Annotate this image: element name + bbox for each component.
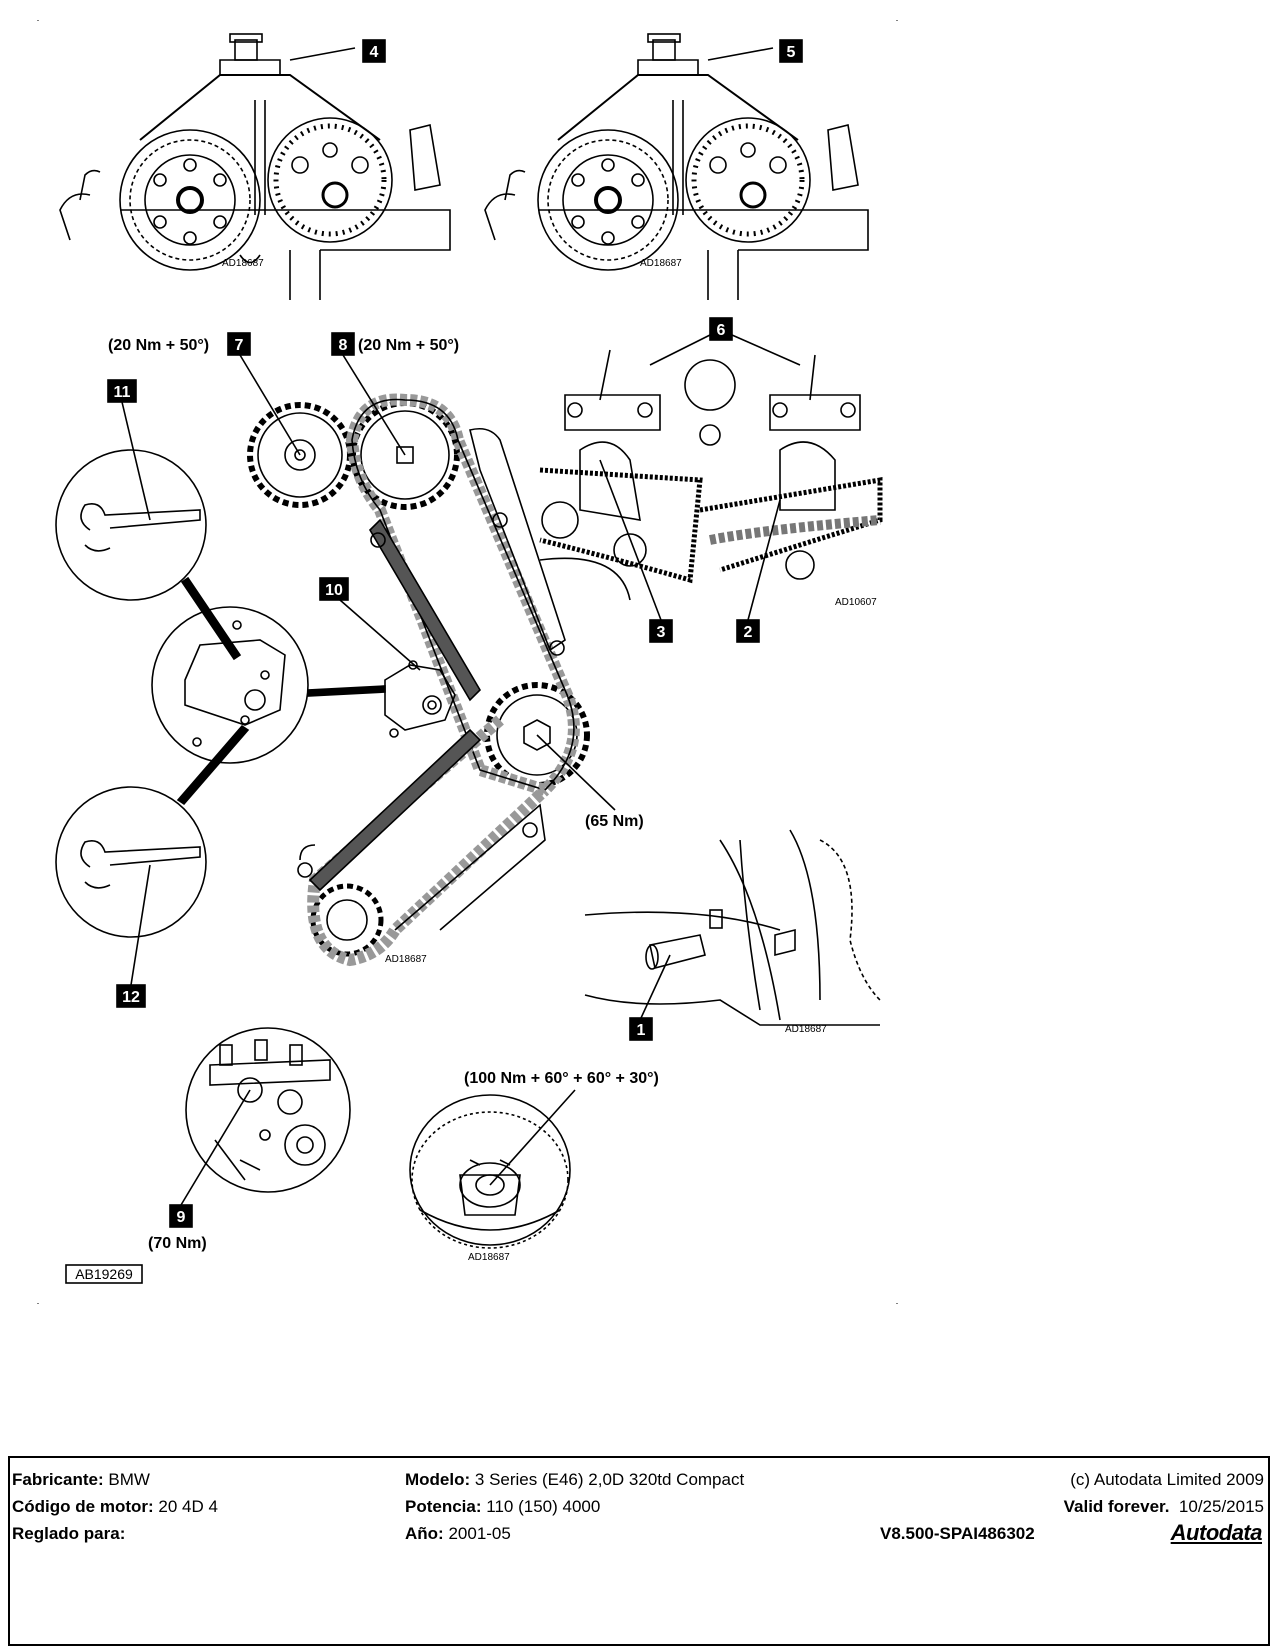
torque-crank: (65 Nm) (585, 813, 644, 830)
power-value: 110 (150) 4000 (486, 1497, 601, 1516)
power-row: Potencia: 110 (150) 4000 (405, 1497, 600, 1517)
callout-3: 3 (657, 624, 666, 641)
engine-code-label: Código de motor: (12, 1497, 154, 1516)
tensioner-detail (55, 449, 386, 938)
ref-code-pulley: AD18687 (468, 1252, 510, 1263)
ref-code-top-left: AD18687 (222, 258, 264, 269)
camshaft-gears-view (539, 349, 883, 601)
callout-1: 1 (637, 1022, 646, 1039)
engine-code-value: 20 4D 4 (158, 1497, 218, 1516)
callout-5: 5 (787, 44, 796, 61)
callout-9: 9 (177, 1209, 186, 1226)
timing-diagram: 4 AD18687 5 AD18687 (37, 20, 898, 1304)
year-label: Año: (405, 1524, 444, 1543)
manufacturer-label: Fabricante: (12, 1470, 104, 1489)
ref-code-top-right: AD18687 (640, 258, 682, 269)
ref-code-chain: AD18687 (385, 954, 427, 965)
version-code: V8.500-SPAI486302 (880, 1524, 1035, 1543)
manufacturer-row: Fabricante: BMW (12, 1470, 150, 1490)
callout-6: 6 (717, 322, 726, 339)
autodata-logo: Autodata (1170, 1520, 1263, 1545)
model-row: Modelo: 3 Series (E46) 2,0D 320td Compac… (405, 1470, 744, 1490)
model-value: 3 Series (E46) 2,0D 320td Compact (474, 1470, 745, 1489)
ref-code-flywheel: AD18687 (785, 1024, 827, 1035)
callout-box-5 (779, 39, 803, 63)
flywheel-lock-view (584, 829, 881, 1026)
callout-12: 12 (122, 989, 140, 1006)
info-footer: Fabricante: BMW Código de motor: 20 4D 4… (8, 1456, 1270, 1646)
year-value: 2001-05 (448, 1524, 511, 1543)
callout-box-7 (227, 332, 251, 356)
camshaft-tool-view-right (484, 33, 869, 300)
engine-code-row: Código de motor: 20 4D 4 (12, 1497, 218, 1517)
camshaft-tool-view-left (59, 33, 451, 300)
callout-11: 11 (114, 384, 131, 401)
callout-2: 2 (744, 624, 753, 641)
validity-label: Valid forever. (1063, 1497, 1170, 1516)
tuned-for-label: Reglado para: (12, 1524, 126, 1543)
callout-box-10 (319, 577, 349, 601)
ref-code-gears: AD10607 (835, 597, 877, 608)
drawing-ref-code: AB19269 (75, 1266, 133, 1282)
model-label: Modelo: (405, 1470, 471, 1489)
manufacturer-value: BMW (108, 1470, 150, 1489)
injection-pump-detail (185, 1027, 351, 1193)
timing-chain-assembly (247, 393, 590, 967)
callout-box-6 (709, 317, 733, 341)
year-row: Año: 2001-05 (405, 1524, 511, 1544)
validity-date: 10/25/2015 (1178, 1497, 1264, 1516)
callout-4: 4 (370, 44, 379, 61)
torque-9: (70 Nm) (148, 1235, 207, 1252)
power-label: Potencia: (405, 1497, 482, 1516)
callout-7: 7 (235, 337, 244, 354)
callout-8: 8 (339, 337, 348, 354)
drawing-ref-box (65, 1264, 143, 1284)
torque-7: (20 Nm + 50°) (108, 337, 209, 354)
validity-row: Valid forever. 10/25/2015 (1064, 1497, 1264, 1517)
torque-pulley: (100 Nm + 60° + 60° + 30°) (464, 1070, 659, 1087)
callout-box-4 (362, 39, 386, 63)
copyright: (c) Autodata Limited 2009 (1070, 1470, 1264, 1489)
tuned-for-row: Reglado para: (12, 1524, 125, 1544)
crankshaft-pulley-detail (409, 1094, 571, 1249)
torque-8: (20 Nm + 50°) (358, 337, 459, 354)
callout-10: 10 (325, 582, 343, 599)
